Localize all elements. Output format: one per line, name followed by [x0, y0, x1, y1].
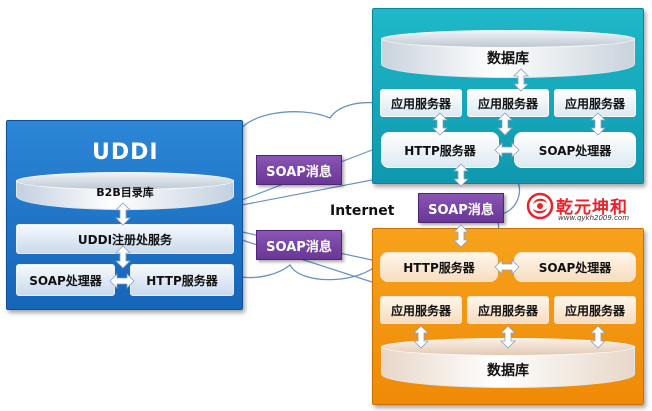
- top-soap-processor: SOAP处理器: [514, 132, 636, 168]
- bottom-app-server-2: 应用服务器: [467, 296, 549, 324]
- uddi-registry-db-label: B2B目录库: [96, 186, 154, 199]
- top-database: 数据库: [381, 30, 635, 78]
- brand-name: 乾元坤和: [556, 198, 628, 218]
- bottom-app-server-3: 应用服务器: [554, 296, 636, 324]
- uddi-soap-processor: SOAP处理器: [16, 264, 115, 296]
- bottom-database-label: 数据库: [487, 363, 529, 379]
- link-line: [241, 179, 373, 206]
- top-http-server: HTTP服务器: [381, 132, 499, 168]
- top-database-label: 数据库: [487, 51, 529, 67]
- uddi-title: UDDI: [92, 140, 159, 165]
- bottom-http-server: HTTP服务器: [380, 252, 498, 282]
- internet-label: Internet: [330, 203, 395, 219]
- top-app-server-1: 应用服务器: [380, 89, 462, 117]
- brand-url: www.qykh2009.com: [558, 214, 630, 222]
- bottom-soap-processor: SOAP处理器: [514, 252, 636, 282]
- bottom-app-server-1: 应用服务器: [380, 296, 462, 324]
- soap-message-uddi-bottom: SOAP消息: [256, 230, 342, 260]
- soap-message-uddi-top: SOAP消息: [256, 155, 342, 185]
- soap-message-center: SOAP消息: [418, 193, 504, 223]
- top-app-server-3: 应用服务器: [554, 89, 636, 117]
- uddi-http-server: HTTP服务器: [130, 264, 234, 296]
- top-app-server-2: 应用服务器: [467, 89, 549, 117]
